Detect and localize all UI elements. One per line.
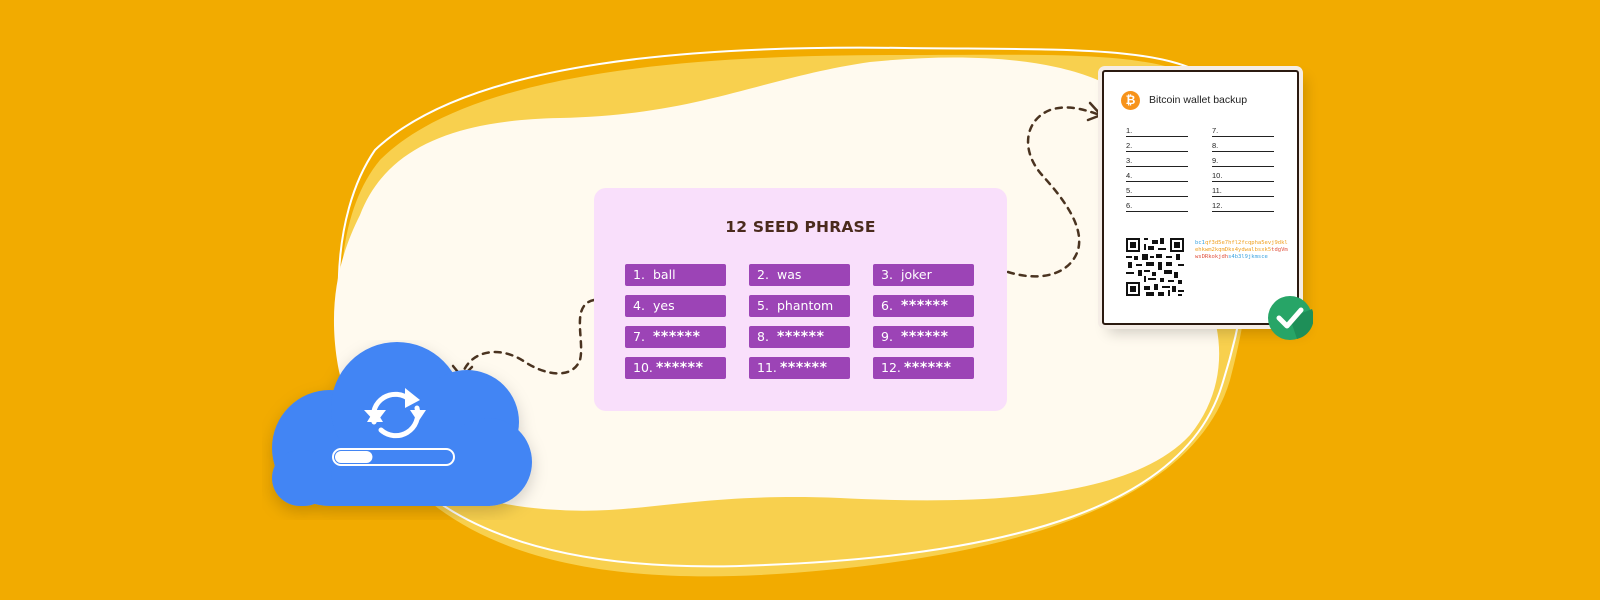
address-part: fcqpha5evj9dklehkwm2kqmDks4ydwalbsxk5 — [1195, 240, 1288, 253]
backup-word-line: 1. — [1126, 126, 1188, 137]
seed-word-number: 9. — [881, 329, 893, 344]
address-part: qf3d5e7hfl2 — [1204, 240, 1242, 246]
paper-wallet-title: Bitcoin wallet backup — [1149, 94, 1248, 106]
seed-word-number: 7. — [633, 329, 645, 344]
seed-word: was — [777, 267, 802, 282]
seed-word-masked: ****** — [777, 329, 825, 345]
seed-phrase-title: 12 SEED PHRASE — [725, 218, 876, 236]
paper-wallet-card: ₿ Bitcoin wallet backup 1. 2. 3. 4. 5. 6… — [1102, 70, 1299, 325]
backup-word-line: 8. — [1212, 141, 1274, 152]
seed-word-chip: 8. ****** — [749, 326, 850, 348]
seed-word-number: 6. — [881, 298, 893, 313]
seed-word-chip: 5. phantom — [749, 295, 850, 317]
check-icon — [1268, 296, 1313, 340]
seed-word-masked: ****** — [901, 298, 949, 314]
seed-word-masked: ****** — [656, 360, 704, 376]
seed-word-masked: ****** — [780, 360, 828, 376]
seed-word-number: 3. — [881, 267, 893, 282]
seed-word-masked: ****** — [904, 360, 952, 376]
bitcoin-icon: ₿ — [1121, 91, 1140, 110]
backup-word-line: 3. — [1126, 156, 1188, 167]
seed-word-chip: 10.****** — [625, 357, 726, 379]
seed-word: ball — [653, 267, 676, 282]
seed-word-masked: ****** — [653, 329, 701, 345]
seed-word-chip: 2. was — [749, 264, 850, 286]
backup-word-line: 4. — [1126, 171, 1188, 182]
seed-word-number: 4. — [633, 298, 645, 313]
seed-word-masked: ****** — [901, 329, 949, 345]
seed-word-chip: 9. ****** — [873, 326, 974, 348]
cloud-backup — [272, 342, 532, 506]
backup-word-line: 6. — [1126, 201, 1188, 212]
qr-code — [1126, 238, 1184, 296]
address-part: tdgVmwsDRkokjdh — [1195, 247, 1288, 260]
cloud-shape — [272, 342, 532, 506]
backup-word-line: 12. — [1212, 201, 1274, 212]
seed-word-chip: 11.****** — [749, 357, 850, 379]
seed-word-number: 5. — [757, 298, 769, 313]
progress-fill — [335, 451, 373, 463]
seed-word-chip: 1. ball — [625, 264, 726, 286]
seed-word-number: 1. — [633, 267, 645, 282]
seed-word-number: 10. — [633, 360, 653, 375]
bitcoin-address: bc1qf3d5e7hfl2fcqpha5evj9dklehkwm2kqmDks… — [1195, 240, 1290, 261]
seed-word-chip: 6. ****** — [873, 295, 974, 317]
seed-word-chip: 4. yes — [625, 295, 726, 317]
seed-word-number: 8. — [757, 329, 769, 344]
seed-word-chip: 7. ****** — [625, 326, 726, 348]
backup-word-line: 11. — [1212, 186, 1274, 197]
backup-word-line: 7. — [1212, 126, 1274, 137]
seed-word: phantom — [777, 298, 834, 313]
seed-word-chip: 12.****** — [873, 357, 974, 379]
address-part: bc1 — [1195, 240, 1205, 246]
progress-track — [332, 448, 455, 466]
seed-word: joker — [901, 267, 932, 282]
backup-word-line: 2. — [1126, 141, 1188, 152]
seed-word-number: 12. — [881, 360, 901, 375]
backup-word-line: 9. — [1212, 156, 1274, 167]
sync-arrowheads — [364, 388, 426, 423]
backup-word-line: 10. — [1212, 171, 1274, 182]
address-part: s4b3l9jkmsce — [1228, 254, 1268, 260]
seed-phrase-card: 12 SEED PHRASE 1. ball 2. was 3. joker 4. ye… — [594, 188, 1007, 411]
seed-word-number: 2. — [757, 267, 769, 282]
seed-word-number: 11. — [757, 360, 777, 375]
seed-word: yes — [653, 298, 675, 313]
seed-word-chip: 3. joker — [873, 264, 974, 286]
backup-word-line: 5. — [1126, 186, 1188, 197]
